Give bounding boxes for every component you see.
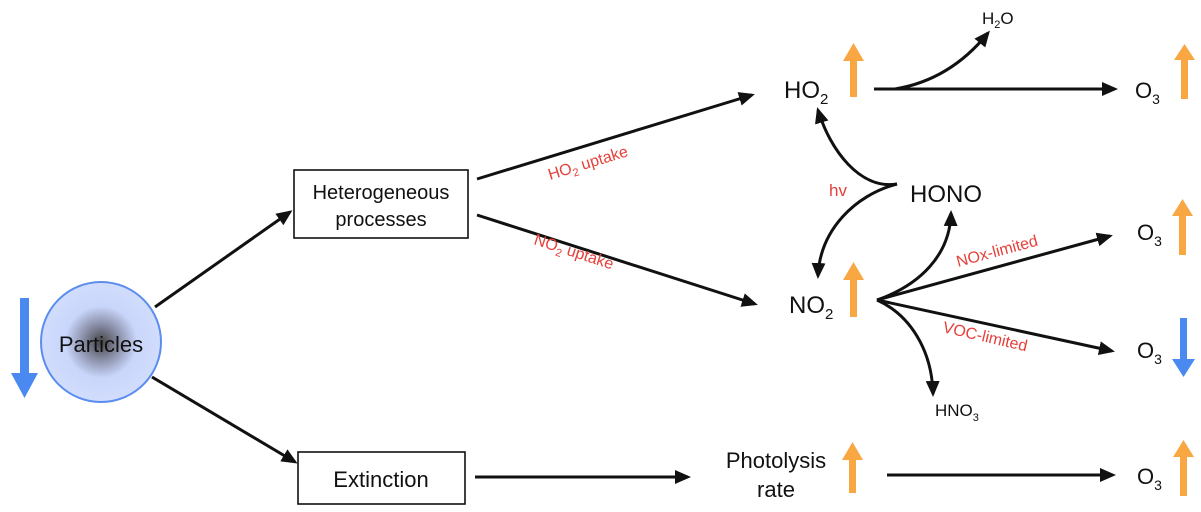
nox-limited-label: NOx-limited (955, 233, 1040, 271)
ho2-label: HO2 (784, 77, 828, 108)
o3-voc-limited-decrease-icon (1172, 318, 1195, 377)
ho2-uptake-arrow (476, 92, 755, 181)
no2-increase-icon (843, 262, 864, 317)
o3-nox-limited-increase-icon (1172, 199, 1193, 255)
particles-trend-icon (11, 298, 38, 398)
hv-label: hv (829, 181, 847, 200)
o3-photolysis-label: O3 (1137, 464, 1162, 493)
ho2-increase-icon (843, 43, 864, 97)
particles-to-heterogeneous-arrow (154, 210, 293, 309)
o3-photolysis-increase-icon (1173, 440, 1194, 496)
particles-circle (40, 281, 162, 403)
ho2-uptake-label: HO2 uptake (546, 143, 631, 186)
particles-node: Particles (40, 281, 162, 403)
no2-to-hno3-arrow (876, 298, 940, 397)
photolysis-increase-icon (842, 442, 863, 493)
no2-label: NO2 (789, 292, 833, 323)
o3-from-ho2-increase-icon (1174, 44, 1195, 99)
extinction-label: Extinction (333, 467, 428, 492)
nox-limited-arrow (876, 232, 1113, 302)
o3-from-ho2-label: O3 (1135, 78, 1160, 107)
no2-uptake-label: NO2 uptake (531, 232, 616, 277)
h2o-label: H2O (982, 9, 1014, 31)
particles-to-extinction-arrow (151, 375, 298, 464)
photolysis-label-line1: Photolysis (726, 448, 826, 473)
hono-to-no2-arrow (811, 182, 898, 279)
o3-voc-limited-label: O3 (1137, 338, 1162, 367)
no2-to-hono-arrow (876, 210, 958, 302)
hono-label: HONO (910, 181, 982, 208)
ho2-to-h2o-arrow (894, 30, 990, 91)
voc-limited-arrow (876, 298, 1115, 356)
particles-label: Particles (59, 332, 143, 357)
photolysis-label-line2: rate (757, 477, 795, 502)
hono-to-ho2-arrow (815, 107, 898, 187)
extinction-box: Extinction (297, 451, 466, 505)
hno3-label: HNO3 (935, 401, 979, 424)
no2-uptake-arrow (476, 213, 758, 307)
o3-nox-limited-label: O3 (1137, 220, 1162, 249)
heterogeneous-processes-box: Heterogeneous processes (293, 169, 469, 239)
heterogeneous-label-line1: Heterogeneous (313, 182, 450, 204)
heterogeneous-label-line2: processes (335, 209, 426, 231)
